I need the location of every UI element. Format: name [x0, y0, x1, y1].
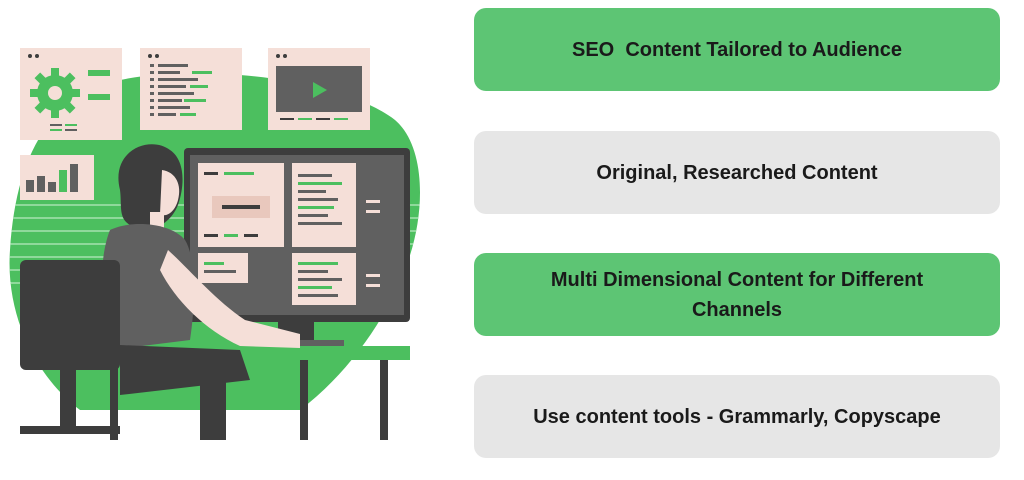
feature-card-list: SEO Content Tailored to Audience Origina…: [474, 0, 1004, 480]
person-at-computer-illustration: [0, 0, 440, 480]
bar-chart-panel: [20, 155, 94, 200]
person: [20, 144, 300, 440]
gear-panel: [20, 48, 122, 140]
feature-card-content-tools: Use content tools - Grammarly, Copyscape: [474, 375, 1000, 458]
feature-card-label: Original, Researched Content: [596, 161, 878, 184]
play-icon: [313, 82, 327, 98]
video-panel: [268, 48, 370, 130]
code-panel: [140, 48, 242, 130]
feature-card-multi-dimensional: Multi Dimensional Content for Different …: [474, 253, 1000, 336]
feature-card-seo: SEO Content Tailored to Audience: [474, 8, 1000, 91]
feature-card-label: Multi Dimensional Content for Different …: [550, 268, 929, 321]
feature-card-original-content: Original, Researched Content: [474, 131, 1000, 214]
gear-icon: [30, 68, 80, 118]
monitor: [184, 148, 410, 348]
feature-card-label: SEO Content Tailored to Audience: [571, 38, 903, 61]
feature-card-label: Use content tools - Grammarly, Copyscape: [533, 405, 941, 428]
